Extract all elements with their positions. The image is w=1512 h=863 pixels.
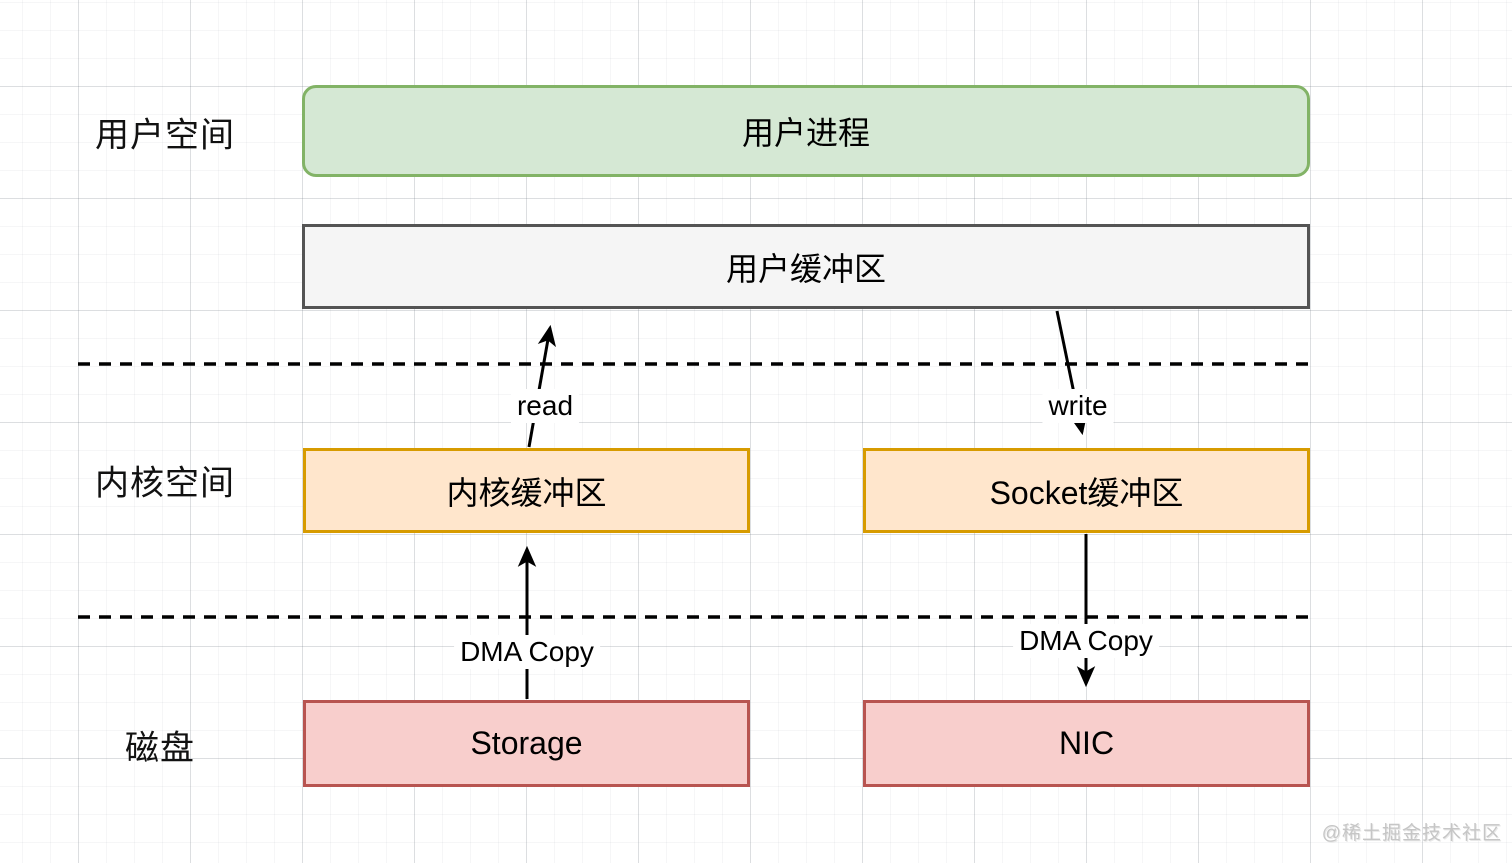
node-user-process: 用户进程 [302,85,1310,177]
node-user-buffer: 用户缓冲区 [302,224,1310,309]
write-arrow-label: write [1042,389,1114,423]
row-label-disk: 磁盘 [125,729,195,768]
dma-copy-right-label: DMA Copy [1013,624,1159,658]
node-socket-buffer: Socket缓冲区 [863,448,1310,533]
row-label-kernel-space: 内核空间 [95,464,235,503]
node-kernel-buffer: 内核缓冲区 [303,448,750,533]
node-storage: Storage [303,700,750,787]
read-arrow [527,324,556,448]
row-label-user-space: 用户空间 [95,116,235,155]
node-nic: NIC [863,700,1310,787]
dma-copy-left-label: DMA Copy [454,635,600,669]
watermark: @稀土掘金技术社区 [1321,823,1502,844]
read-arrow-label: read [510,389,580,423]
